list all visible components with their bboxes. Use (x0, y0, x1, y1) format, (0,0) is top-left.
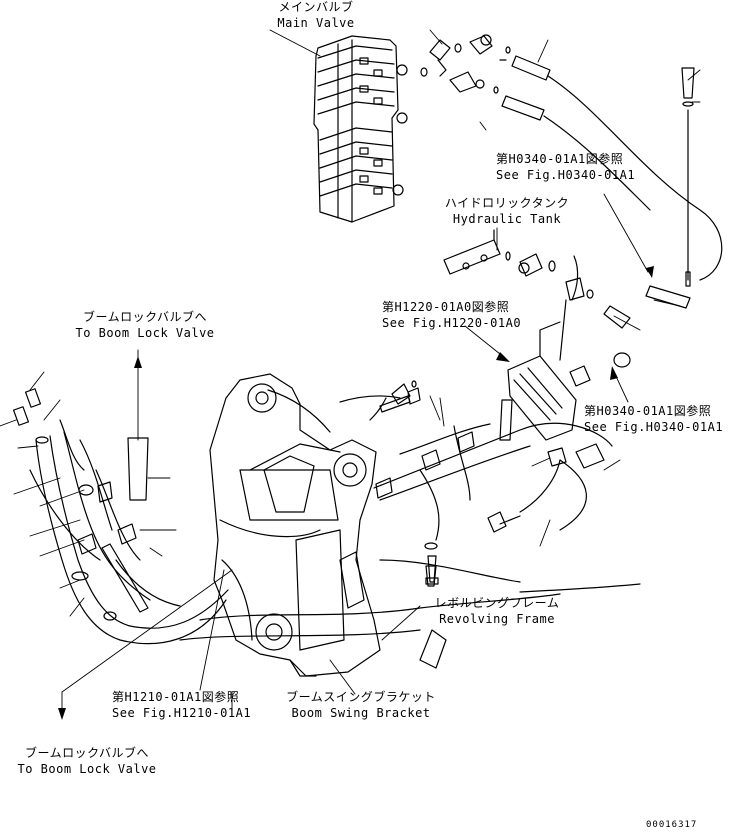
fig-h0340-top-label-en: See Fig.H0340-01A1 (496, 168, 636, 182)
boom-lock-bottom-label-en: To Boom Lock Valve (17, 762, 157, 776)
fig-h1220-label-en: See Fig.H1220-01A0 (382, 316, 522, 330)
valve-block-right (499, 321, 591, 441)
arrowheads (58, 266, 654, 720)
hydraulic-tank-label-jp: ハイドロリックタンク (444, 196, 570, 210)
left-callout-lines (0, 69, 701, 617)
fig-h1210-label-jp: 第H1210-01A1図参照 (112, 690, 240, 704)
boom-lock-top-label-jp: ブームロックバルブへ (82, 310, 208, 324)
main-valve-label-en: Main Valve (277, 16, 355, 30)
fig-h0340-right-label-en: See Fig.H0340-01A1 (584, 420, 724, 434)
fig-h0340-top-label-jp: 第H0340-01A1図参照 (496, 152, 624, 166)
boom-swing-bracket (209, 373, 381, 677)
hydraulic-tank-label-en: Hydraulic Tank (452, 212, 562, 226)
boom-lock-top-label-en: To Boom Lock Valve (75, 326, 215, 340)
boom-swing-bracket-label-jp: ブームスイングブラケット (286, 690, 436, 704)
valve-fittings (420, 34, 551, 121)
hydraulic-tank-fittings (443, 229, 594, 361)
center-hoses (369, 380, 613, 587)
revolving-frame (179, 389, 641, 669)
main-valve-label-jp: メインバルブ (278, 0, 354, 14)
revolving-frame-label-en: Revolving Frame (439, 612, 555, 626)
leader-lines (61, 29, 649, 717)
main-valve (313, 35, 408, 223)
upper-hoses (543, 67, 723, 368)
fig-h0340-right-label-jp: 第H0340-01A1図参照 (584, 404, 712, 418)
bolts-and-washers (379, 387, 439, 585)
left-hoses (12, 388, 229, 645)
fig-h1220-label-jp: 第H1220-01A0図参照 (382, 300, 510, 314)
boom-lock-bottom-label-jp: ブームロックバルブへ (24, 746, 150, 760)
drawing-number: 00016317 (646, 820, 698, 830)
boom-swing-bracket-label-en: Boom Swing Bracket (291, 706, 431, 720)
revolving-frame-label-jp: レボルビングフレーム (434, 596, 560, 610)
fig-h1210-label-en: See Fig.H1210-01A1 (112, 706, 252, 720)
